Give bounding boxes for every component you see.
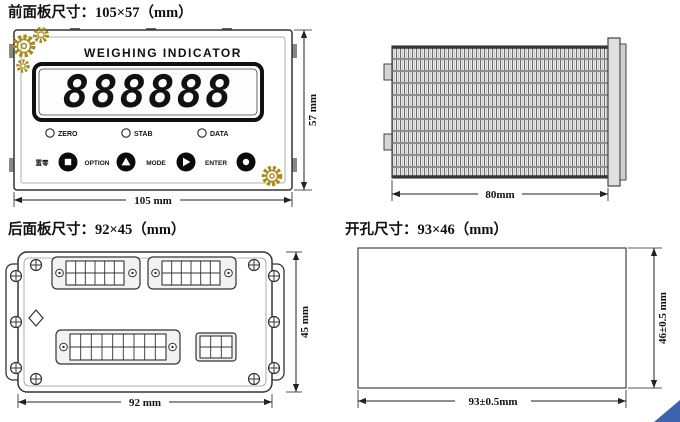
front-panel-inner-frame (20, 36, 286, 184)
triangle-up-icon (121, 157, 131, 166)
front-panel-title: 前面板尺寸：105×57（mm） (8, 3, 193, 21)
screw-icon (9, 269, 23, 283)
option-button-label: OPTION (85, 160, 110, 167)
display-inner-frame (38, 68, 258, 116)
led-stab-icon (121, 128, 131, 138)
triangle-right-icon (183, 157, 191, 167)
terminal-block-top-right (147, 256, 237, 290)
rear-width-dimension: 92 mm (17, 394, 273, 409)
cutout-width-dimension: 93±0.5mm (357, 390, 627, 408)
side-tab-icon (383, 63, 393, 81)
screw-icon (267, 361, 281, 375)
side-tab-icon (383, 133, 393, 151)
cutout-height-dimension: 46±0.5 mm (628, 247, 669, 389)
front-bezel-lip (619, 43, 627, 181)
screw-icon (29, 372, 43, 386)
terminal-block-bottom-small (195, 332, 237, 362)
led-zero-label: ZERO (58, 131, 78, 138)
cutout-width-label: 93±0.5mm (468, 396, 517, 408)
front-width-dimension: 105 mm (13, 192, 293, 207)
mode-button (176, 152, 196, 172)
option-button (116, 152, 136, 172)
mount-clip-icon (292, 158, 297, 172)
cutout-title: 开孔尺寸：93×46（mm） (345, 220, 508, 238)
mount-clip-icon (9, 44, 14, 58)
front-bezel-edge (607, 37, 621, 187)
front-panel-drawing: WEIGHING INDICATOR 888888 ZERO STAB DATA… (9, 27, 297, 191)
front-height-label: 57 mm (307, 94, 319, 126)
cutout-drawing (357, 247, 627, 389)
terminal-block-top-left (51, 256, 141, 290)
display-bezel (32, 62, 264, 122)
mount-clip-icon (292, 44, 297, 58)
led-data-icon (197, 128, 207, 138)
rear-width-label: 92 mm (129, 397, 161, 409)
rear-height-dimension: 45 mm (286, 251, 311, 393)
side-view-drawing (383, 37, 627, 187)
screw-icon (267, 269, 281, 283)
cutout-height-label: 46±0.5 mm (657, 292, 669, 344)
side-depth-dimension: 80mm (391, 180, 609, 201)
square-icon (64, 158, 72, 166)
zero-button-label: 置零 (36, 158, 50, 167)
cutout-rectangle (357, 247, 627, 389)
rear-panel-drawing (5, 251, 285, 393)
mount-clip-icon (9, 158, 14, 172)
led-zero-icon (45, 128, 55, 138)
dot-icon (242, 158, 250, 166)
led-row: ZERO STAB DATA (45, 128, 228, 138)
rear-panel-title: 后面板尺寸：92×45（mm） (8, 220, 185, 238)
enter-button (236, 152, 256, 172)
corner-watermark (654, 400, 680, 422)
rear-height-label: 45 mm (299, 306, 311, 338)
button-row: 置零 OPTION MODE ENTER (36, 152, 256, 172)
terminal-block-bottom-long (55, 329, 181, 365)
screw-icon (247, 372, 261, 386)
gear-icon (261, 165, 283, 187)
screw-icon (29, 258, 43, 272)
screw-icon (9, 315, 23, 329)
gear-cluster-icon (12, 27, 49, 73)
diamond-icon (28, 309, 44, 327)
mode-button-label: MODE (146, 160, 166, 167)
led-data-label: DATA (210, 131, 228, 138)
side-view-body (391, 45, 609, 179)
seven-segment-display: 888888 (63, 67, 234, 118)
screw-icon (9, 361, 23, 375)
screw-icon (267, 315, 281, 329)
front-width-label: 105 mm (134, 195, 172, 207)
brand-text: WEIGHING INDICATOR (84, 46, 242, 60)
zero-button (58, 152, 78, 172)
side-depth-label: 80mm (485, 189, 514, 201)
screw-icon (247, 258, 261, 272)
led-stab-label: STAB (134, 131, 153, 138)
front-height-dimension: 57 mm (294, 29, 319, 191)
rear-panel-inner-frame (23, 257, 267, 387)
enter-button-label: ENTER (205, 160, 227, 167)
